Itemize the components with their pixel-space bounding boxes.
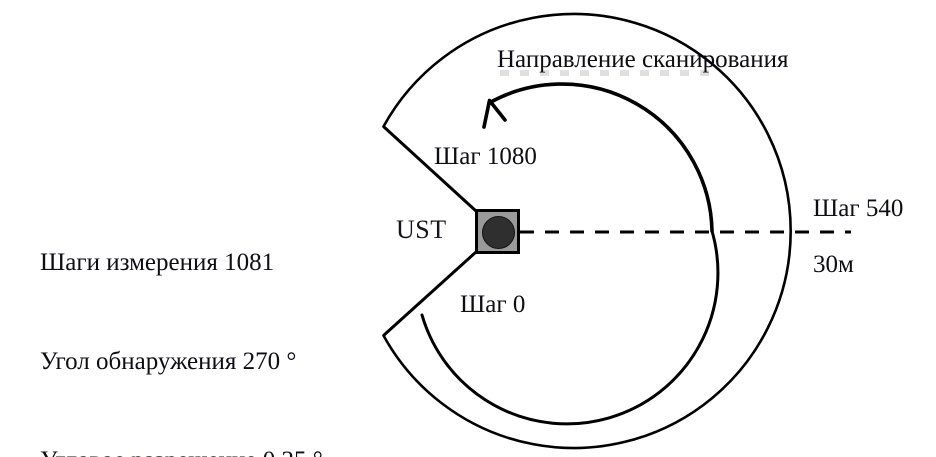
spec-measurement-steps: Шаги измерения 1081 (40, 249, 275, 276)
range-distance-label: 30м (813, 251, 854, 278)
ust-sensor-body (475, 209, 520, 254)
sensor-label: UST (396, 215, 447, 244)
inner-arc-lower (420, 229, 720, 426)
step-540-label: Шаг 540 (813, 195, 904, 222)
scan-direction-label: Направление сканирования (497, 46, 789, 73)
sector-edge-upper (382, 125, 478, 213)
step-0-label: Шаг 0 (460, 291, 526, 318)
scan-direction-arc (487, 82, 714, 233)
spec-detection-angle: Угол обнаружения 270 ° (40, 348, 297, 375)
outer-range-arc (382, 12, 792, 450)
spec-angular-resolution: Угловое разрешение 0,25 ° (40, 444, 323, 457)
specifications-block: Шаги измерения 1081 Угол обнаружения 270… (40, 180, 323, 457)
scan-direction-arrowhead (482, 98, 507, 129)
step-1080-label: Шаг 1080 (434, 143, 537, 170)
sector-edge-lower (382, 250, 478, 337)
ust-sensor-lens (482, 216, 515, 249)
scan-artifact (500, 70, 715, 76)
